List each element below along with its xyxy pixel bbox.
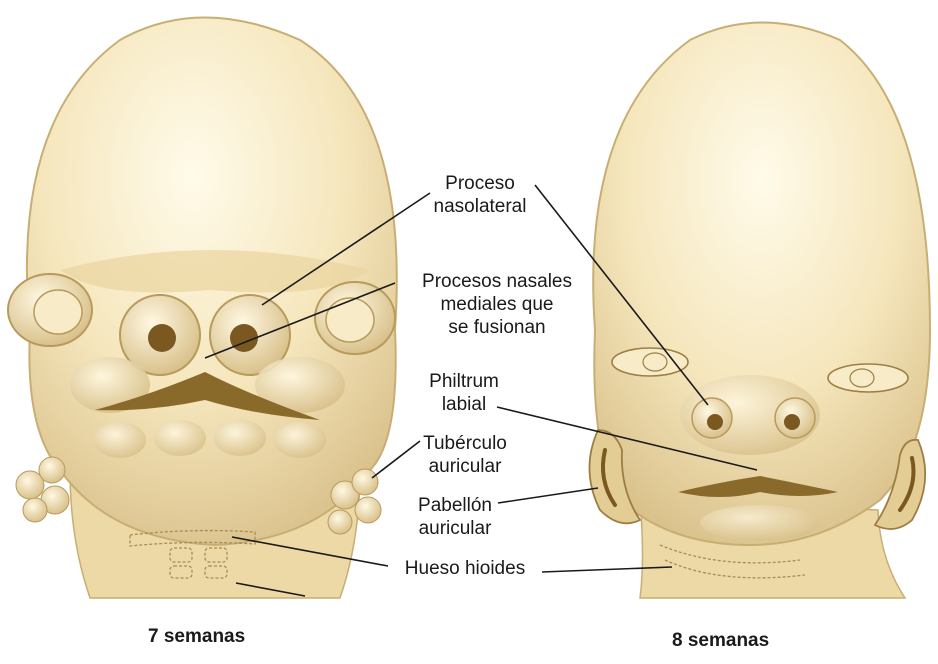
eye-left-a-inner bbox=[34, 290, 82, 334]
label-line: Proceso bbox=[420, 172, 540, 195]
jaw-bump-1 bbox=[94, 422, 146, 458]
label-philtrum: Philtrum labial bbox=[414, 370, 514, 416]
embryo-7-weeks bbox=[8, 18, 397, 599]
label-line: Pabellón bbox=[405, 494, 505, 517]
auricular-hillocks-left bbox=[16, 457, 69, 522]
label-line: labial bbox=[414, 393, 514, 416]
jaw-bump-4 bbox=[274, 422, 326, 458]
leader-pabellon bbox=[498, 488, 598, 503]
nostril-left-1 bbox=[148, 324, 176, 352]
nostril-right-1 bbox=[707, 414, 723, 430]
eye-left-b-inner bbox=[326, 298, 374, 342]
chin-right bbox=[700, 505, 820, 541]
eye-right-a bbox=[612, 348, 688, 376]
label-line: mediales que bbox=[397, 293, 597, 316]
label-procesos-nasales: Procesos nasales mediales que se fusiona… bbox=[397, 270, 597, 339]
label-line: Philtrum bbox=[414, 370, 514, 393]
label-hueso-hioides: Hueso hioides bbox=[385, 557, 545, 580]
eye-right-b bbox=[828, 364, 908, 392]
label-line: Tubérculo bbox=[405, 432, 525, 455]
label-line: auricular bbox=[405, 517, 505, 540]
label-tuberculo: Tubérculo auricular bbox=[405, 432, 525, 478]
label-line: se fusionan bbox=[397, 316, 597, 339]
jaw-bump-2 bbox=[154, 420, 206, 456]
label-proceso-nasolateral: Proceso nasolateral bbox=[420, 172, 540, 218]
caption-7-semanas: 7 semanas bbox=[148, 626, 245, 648]
head-right bbox=[593, 23, 930, 546]
label-line: Procesos nasales bbox=[397, 270, 597, 293]
jaw-bump-3 bbox=[214, 420, 266, 456]
label-line: auricular bbox=[405, 455, 525, 478]
label-pabellon: Pabellón auricular bbox=[405, 494, 505, 540]
label-line: nasolateral bbox=[420, 195, 540, 218]
embryo-8-weeks bbox=[589, 23, 930, 599]
caption-8-semanas: 8 semanas bbox=[672, 630, 769, 652]
nostril-right-2 bbox=[784, 414, 800, 430]
